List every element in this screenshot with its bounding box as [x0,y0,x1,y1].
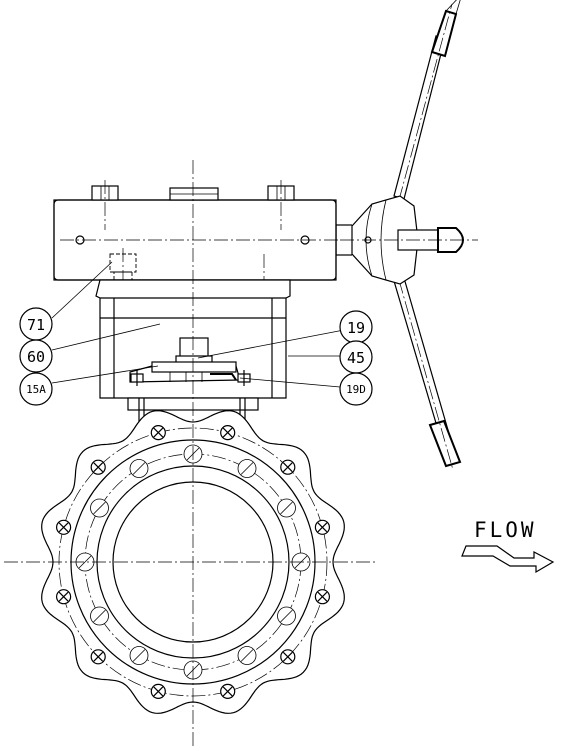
flange-bolt-cross [153,686,164,697]
flange-bolt-cross [58,591,69,602]
leader-lines [51,261,345,388]
bolt-hole-mark [240,462,254,475]
lever-lower-spoke [393,277,462,471]
callout-60: 60 [19,339,53,373]
flange-bolt-cross [153,427,164,438]
bolt-hole-mark [280,609,293,623]
lever-upper-spoke [393,0,461,201]
callout-19: 19 [339,310,373,344]
flange-bolt-cross [58,522,69,533]
bolt-hole-mark [93,501,106,515]
callout-19D: 19D [339,372,373,406]
flange-bolt-cross [222,427,233,438]
bolt-hole-mark [280,501,293,515]
flange-bolt-cross [93,651,104,662]
flow-label: FLOW [474,518,537,542]
callout-19D-label: 19D [346,383,366,396]
flange-bolt-cross [317,522,328,533]
flange-bolt-cross [93,462,104,473]
flange-bolt-cross [282,462,293,473]
bolt-hole-mark [132,649,146,662]
flange-bolt-cross [317,591,328,602]
callout-71-label: 71 [27,316,45,334]
handwheel-lever [335,0,478,471]
callout-15A-label: 15A [26,383,46,396]
callout-45-label: 45 [347,349,365,367]
flow-indicator: FLOW [461,518,555,574]
bolt-hole-mark [132,462,146,475]
flange-bolt-cross [222,686,233,697]
bolt-hole-mark [93,609,106,623]
callout-15A: 15A [19,372,53,406]
flow-arrow-icon [461,545,555,574]
callout-45: 45 [339,340,373,374]
bolt-hole-mark [240,649,254,662]
callout-71: 71 [19,307,53,341]
callout-19-label: 19 [347,319,365,337]
gearbox-housing [53,180,340,318]
flange-bolt-cross [282,651,293,662]
bolt-hole-mark [78,555,92,569]
callout-60-label: 60 [27,348,45,366]
top-bolt-left [91,180,119,230]
centerlines [4,160,376,746]
top-bolt-right [267,180,295,230]
